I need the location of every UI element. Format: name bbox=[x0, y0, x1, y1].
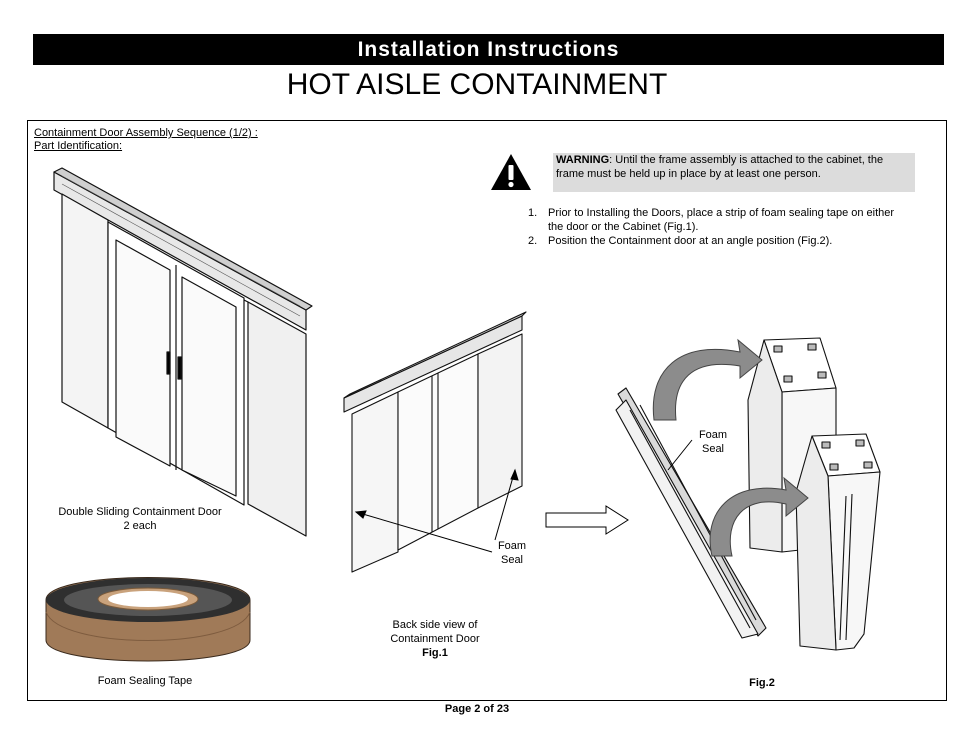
warning-label: WARNING bbox=[556, 154, 610, 166]
fig1-label: Fig.1 bbox=[422, 647, 448, 659]
section-subtitle: Part Identification: bbox=[34, 140, 123, 152]
page-number: Page 2 of 23 bbox=[444, 703, 510, 715]
foam-tape-caption: Foam Sealing Tape bbox=[97, 675, 193, 687]
fig2-foam-seal-line2: Seal bbox=[701, 443, 725, 455]
warning-message: : Until the frame assembly is attached t… bbox=[556, 154, 884, 180]
header-bar: Installation Instructions bbox=[33, 34, 944, 65]
fig2-label: Fig.2 bbox=[749, 677, 775, 689]
step-number: 2. bbox=[528, 235, 538, 247]
fig2-foam-seal-label: Foam Seal bbox=[690, 428, 736, 456]
step-item: 1. Prior to Installing the Doors, place … bbox=[528, 206, 908, 234]
warning-box bbox=[553, 153, 915, 192]
foam-seal-label-line1: Foam bbox=[497, 540, 527, 552]
step-number: 1. bbox=[528, 207, 538, 219]
back-view-caption-line2: Containment Door bbox=[390, 633, 480, 645]
back-view-caption-line1: Back side view of bbox=[392, 619, 478, 631]
step-text: Position the Containment door at an angl… bbox=[548, 235, 833, 247]
foam-seal-label: Foam Seal bbox=[482, 539, 542, 567]
fig2-foam-seal-line1: Foam bbox=[698, 429, 728, 441]
double-door-caption-line1: Double Sliding Containment Door bbox=[58, 506, 222, 518]
double-door-caption-line2: 2 each bbox=[123, 520, 157, 532]
page-title: HOT AISLE CONTAINMENT bbox=[286, 68, 668, 101]
section-title: Containment Door Assembly Sequence (1/2)… bbox=[34, 127, 258, 139]
step-text: Prior to Installing the Doors, place a s… bbox=[548, 207, 895, 233]
step-item: 2. Position the Containment door at an a… bbox=[528, 234, 908, 248]
content-frame bbox=[27, 120, 947, 701]
warning-text: WARNING: Until the frame assembly is att… bbox=[556, 153, 912, 181]
double-door-caption: Double Sliding Containment Door 2 each bbox=[40, 505, 240, 533]
back-view-caption: Back side view of Containment Door Fig.1 bbox=[370, 618, 500, 660]
warning-icon bbox=[491, 154, 531, 190]
instruction-steps: 1. Prior to Installing the Doors, place … bbox=[528, 206, 908, 248]
foam-seal-label-line2: Seal bbox=[500, 554, 524, 566]
